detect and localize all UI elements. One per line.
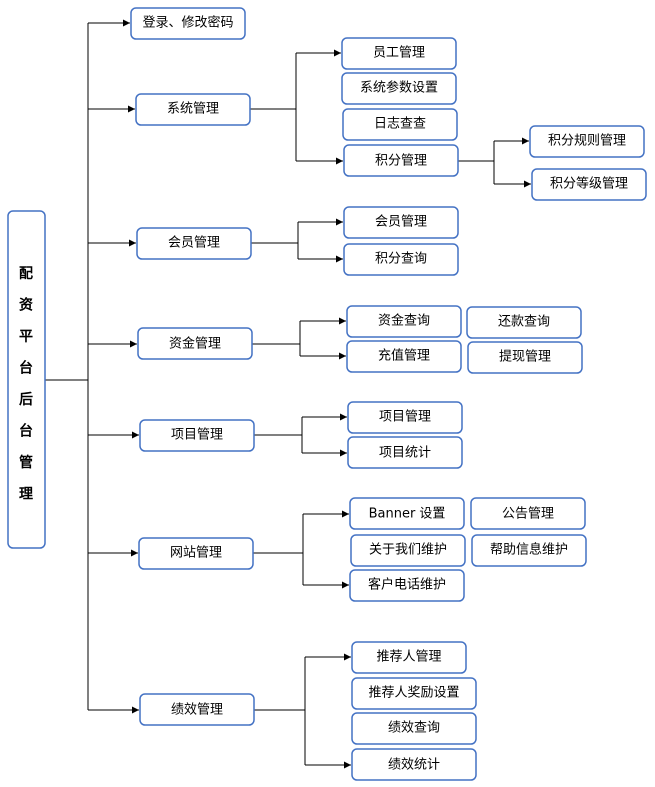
group-label: 绩效管理 [171,703,223,718]
root-label-char: 台 [19,423,33,440]
node-login-change-password: 登录、修改密码 [130,7,246,40]
group-project: 项目管理 项目管理 项目统计 [139,401,463,469]
root-label-char: 资 [19,297,33,314]
extra-label: 提现管理 [499,349,551,365]
group-label: 系统管理 [167,102,219,117]
child-label: 绩效查询 [388,721,440,736]
child-label: 关于我们维护 [369,543,447,558]
child-label: 项目管理 [379,410,431,425]
group-system: 系统管理 员工管理 系统参数设置 日志查查 积分管理 积分规则管理 积分等级管理 [135,37,647,201]
group-member: 会员管理 会员管理 积分查询 [136,206,459,276]
child-label: 资金查询 [378,313,430,329]
extra-label: 公告管理 [502,507,554,522]
child-label: 绩效统计 [388,758,440,773]
sub-child-label: 积分规则管理 [548,134,626,149]
root-label-char: 理 [19,487,33,503]
child-label: 推荐人管理 [376,650,441,665]
group-performance: 绩效管理 推荐人管理 推荐人奖励设置 绩效查询 绩效统计 [139,641,477,781]
root-label-char: 配 [19,266,33,282]
child-label: 推荐人奖励设置 [368,686,459,701]
group-label: 网站管理 [170,546,222,561]
extra-label: 还款查询 [498,315,550,330]
child-label: 会员管理 [375,215,427,230]
root-label-char: 平 [19,329,33,345]
root-label-char: 管 [19,454,33,471]
root-label-char: 后 [19,391,33,408]
child-label: 系统参数设置 [360,80,438,96]
child-label: Banner 设置 [369,507,446,522]
child-label: 充值管理 [378,348,430,364]
child-label: 积分查询 [375,252,427,267]
extra-label: 帮助信息维护 [490,542,568,558]
child-label: 客户电话维护 [368,577,446,593]
root-label-char: 台 [19,360,33,377]
connectors [45,19,531,769]
child-label: 积分管理 [375,154,427,169]
group-label: 资金管理 [169,336,221,352]
child-label: 员工管理 [373,46,425,61]
group-label: 会员管理 [168,236,220,251]
sub-child-label: 积分等级管理 [550,176,628,192]
child-label: 项目统计 [379,446,431,461]
node-label: 登录、修改密码 [142,15,233,31]
group-website: 网站管理 Banner 设置 关于我们维护 客户电话维护 公告管理 帮助信息维护 [138,497,587,602]
group-funds: 资金管理 资金查询 充值管理 还款查询 提现管理 [137,305,583,374]
child-label: 日志查查 [374,117,426,132]
group-label: 项目管理 [171,428,223,443]
